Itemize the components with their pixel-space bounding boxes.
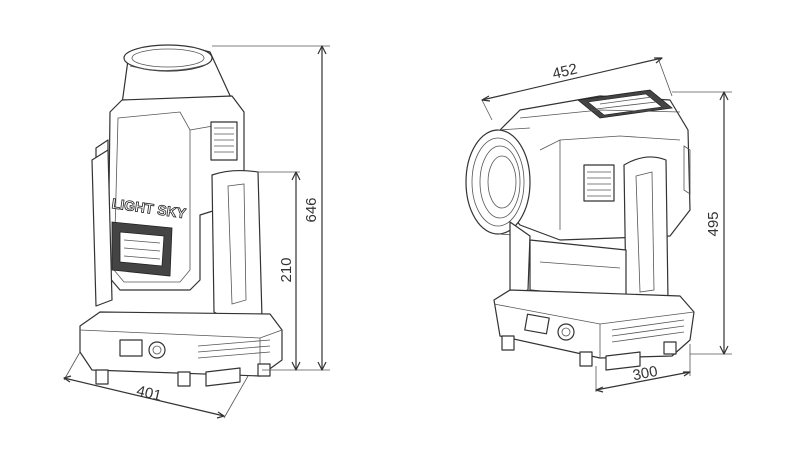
left-yoke (91, 149, 263, 327)
left-display-screen (119, 339, 143, 357)
left-upper-vent (210, 121, 238, 161)
left-top-lens (121, 44, 233, 105)
dim-right-height: 495 (705, 211, 722, 236)
left-dimensions: 646 210 401 (63, 45, 330, 419)
right-front-lens (465, 127, 531, 237)
left-control-knob (148, 341, 166, 359)
left-head: LIGHT SKY (95, 95, 245, 291)
right-control-knob (557, 323, 575, 341)
right-yoke (509, 156, 669, 307)
right-fixture (465, 89, 695, 371)
dim-left-arm-height: 210 (278, 257, 295, 282)
left-fixture: LIGHT SKY (79, 44, 283, 387)
right-side-vent (583, 164, 615, 202)
right-dimensions: 452 495 300 (481, 57, 732, 393)
dim-left-width: 401 (135, 383, 163, 405)
dim-right-length: 452 (551, 61, 579, 83)
right-base (493, 289, 695, 371)
left-front-vent (111, 221, 173, 277)
dim-right-depth: 300 (631, 363, 659, 384)
left-base (79, 311, 283, 387)
dim-left-height: 646 (303, 197, 320, 222)
right-display-screen (524, 313, 550, 335)
